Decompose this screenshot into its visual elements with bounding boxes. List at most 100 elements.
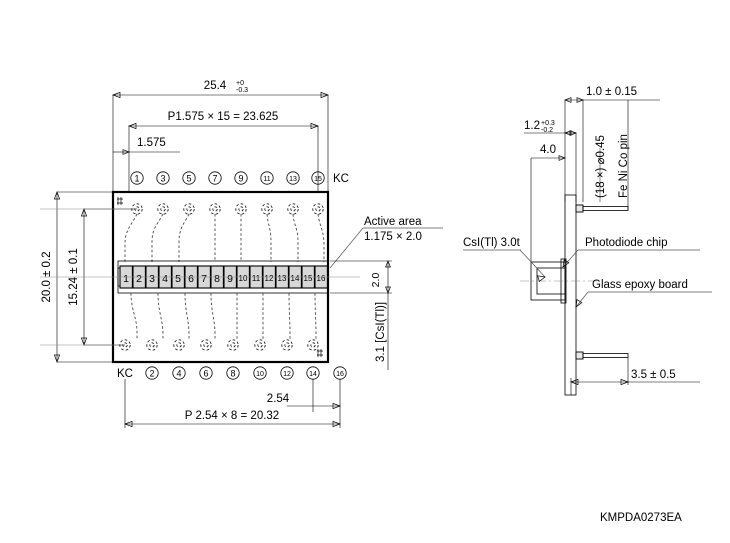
- callout-crystal-label: CsI(Tl) 3.0t: [463, 237, 521, 249]
- top-pin-13: 13: [286, 171, 300, 185]
- dim-pin-bottom-offset-value: 3.5 ± 0.5: [631, 369, 676, 381]
- bottom-pin-label: 16: [336, 371, 344, 378]
- dim-pin-pitch-bottom: 2.54: [267, 379, 342, 412]
- callout-photodiode: Photodiode chip: [562, 237, 700, 268]
- dim-edge-offset: 1.575: [113, 137, 180, 155]
- top-pin-label: 13: [289, 176, 297, 183]
- top-pin-label: 7: [212, 174, 217, 184]
- part-number: KMPDA0273EA: [600, 512, 682, 524]
- dim-board-thickness: 1.2 +0.3 -0.2: [524, 120, 577, 202]
- top-pin-7: 7: [208, 171, 222, 185]
- bottom-pin-14: 14: [306, 366, 320, 380]
- channel-pad-label: 2: [136, 273, 142, 285]
- channel-pad-label: 14: [291, 274, 300, 283]
- pin-upper: [575, 100, 629, 213]
- top-pin-label: 11: [263, 176, 270, 183]
- via-bottom: [173, 292, 190, 351]
- top-pin-label: 3: [160, 174, 165, 184]
- channel-pad-label: 4: [162, 273, 168, 285]
- dim-active-height-value: 2.0: [370, 273, 382, 288]
- bottom-pin-16: 16: [333, 366, 347, 380]
- dim-overall-width-tol-minus: -0.3: [236, 87, 248, 94]
- top-pin-5: 5: [182, 171, 196, 185]
- via-top: [287, 203, 299, 262]
- bottom-pin-label: 10: [256, 371, 264, 378]
- bottom-pin-2: 2: [145, 366, 159, 380]
- channel-pad-label: 7: [201, 273, 207, 285]
- top-pin-9: 9: [234, 171, 248, 185]
- bottom-pin-label: 14: [309, 371, 317, 378]
- callout-active-area-line2: 1.175 × 2.0: [364, 231, 422, 243]
- top-pin-11: 11: [260, 171, 274, 185]
- dim-pin-bottom-offset: 3.5 ± 0.5: [569, 358, 700, 395]
- channel-pad-label: 16: [317, 274, 326, 283]
- dim-pin-pitch-value: 2.54: [267, 393, 290, 405]
- dim-edge-offset-value: 1.575: [137, 137, 166, 149]
- dim-csi-height-value: 3.1 [CsI(Tl)]: [375, 302, 387, 362]
- channel-pad-label: 1: [123, 273, 129, 285]
- top-pin-15: 15: [311, 171, 325, 185]
- glass-epoxy-board-body: [564, 194, 577, 396]
- bottom-pin-label: 8: [230, 369, 235, 379]
- dim-board-thickness-tol-minus: -0.2: [541, 127, 553, 134]
- bottom-pin-number-row: KC 2 4 6 8 10 12 14 16: [117, 366, 347, 380]
- bottom-pin-label: 6: [203, 369, 208, 379]
- via-top: [312, 203, 325, 262]
- dim-overall-width-tol-plus: +0: [236, 80, 244, 87]
- callout-crystal: CsI(Tl) 3.0t: [463, 237, 546, 282]
- dim-top-pitch-value: P1.575 × 15 = 23.625: [168, 111, 279, 123]
- via-bottom: [227, 293, 239, 351]
- top-pin-3: 3: [156, 171, 170, 185]
- pin-lower: [575, 351, 629, 360]
- dim-pin-span-bottom: P 2.54 × 8 = 20.32: [123, 379, 342, 428]
- dim-pin-length: 1.0 ± 0.15: [564, 86, 660, 202]
- dim-top-pitch: P1.575 × 15 = 23.625: [127, 111, 320, 192]
- bottom-pin-6: 6: [199, 366, 213, 380]
- top-pin-label: 5: [186, 174, 191, 184]
- dim-pin-length-value: 1.0 ± 0.15: [586, 86, 637, 98]
- label-pin-material: Fe Ni Co pin: [618, 134, 630, 198]
- callout-active-area: Active area 1.175 × 2.0: [329, 216, 443, 269]
- dim-csi-height: 3.1 [CsI(Tl)]: [375, 293, 389, 370]
- via-top: [209, 203, 221, 262]
- label-pin-count: (18 ×) ⌀0.45: [595, 135, 607, 198]
- corner-mark-top-left: [117, 197, 123, 205]
- top-pin-label: 9: [238, 174, 243, 184]
- via-bottom: [307, 292, 319, 351]
- top-pin-label: 15: [314, 176, 322, 183]
- bottom-pin-label: 4: [176, 369, 181, 379]
- top-pin-kc-label: KC: [333, 173, 349, 185]
- via-top: [151, 203, 169, 262]
- via-bottom: [200, 292, 216, 351]
- via-bottom: [254, 293, 266, 351]
- bottom-pin-8: 8: [226, 366, 240, 380]
- dim-board-thickness-value: 1.2: [524, 120, 540, 132]
- channel-pad-label: 12: [265, 274, 274, 283]
- via-bottom: [146, 292, 164, 351]
- channel-pad-label: 15: [304, 274, 313, 283]
- dim-crystal-depth: 4.0: [530, 144, 566, 262]
- top-pin-number-row: 1 3 5 7 9 11 13 15 KC: [130, 171, 349, 185]
- callout-photodiode-label: Photodiode chip: [585, 237, 667, 249]
- via-bottom: [281, 292, 293, 351]
- dim-active-height: 2.0: [330, 260, 392, 294]
- bottom-pin-10: 10: [253, 366, 267, 380]
- channel-pad-label: 3: [149, 273, 155, 285]
- channel-pad-label: 9: [227, 273, 233, 285]
- channel-pad-label: 5: [175, 273, 181, 285]
- dim-overall-width-value: 25.4: [204, 80, 227, 92]
- callout-board-label: Glass epoxy board: [592, 279, 688, 291]
- top-pin-1: 1: [130, 171, 144, 185]
- callout-board: Glass epoxy board: [575, 279, 712, 308]
- channel-pad-label: 6: [188, 273, 194, 285]
- via-top: [235, 203, 247, 262]
- dim-pin-span-value: P 2.54 × 8 = 20.32: [185, 410, 279, 422]
- bottom-pin-kc-label: KC: [117, 368, 133, 380]
- bottom-pin-12: 12: [280, 366, 294, 380]
- bottom-hole-row: [119, 292, 319, 351]
- corner-mark-bottom-right: [317, 349, 323, 357]
- callout-active-area-line1: Active area: [364, 216, 422, 228]
- bottom-pin-label: 12: [283, 371, 291, 378]
- label-pin-spec: (18 ×) ⌀0.45 Fe Ni Co pin: [595, 134, 630, 202]
